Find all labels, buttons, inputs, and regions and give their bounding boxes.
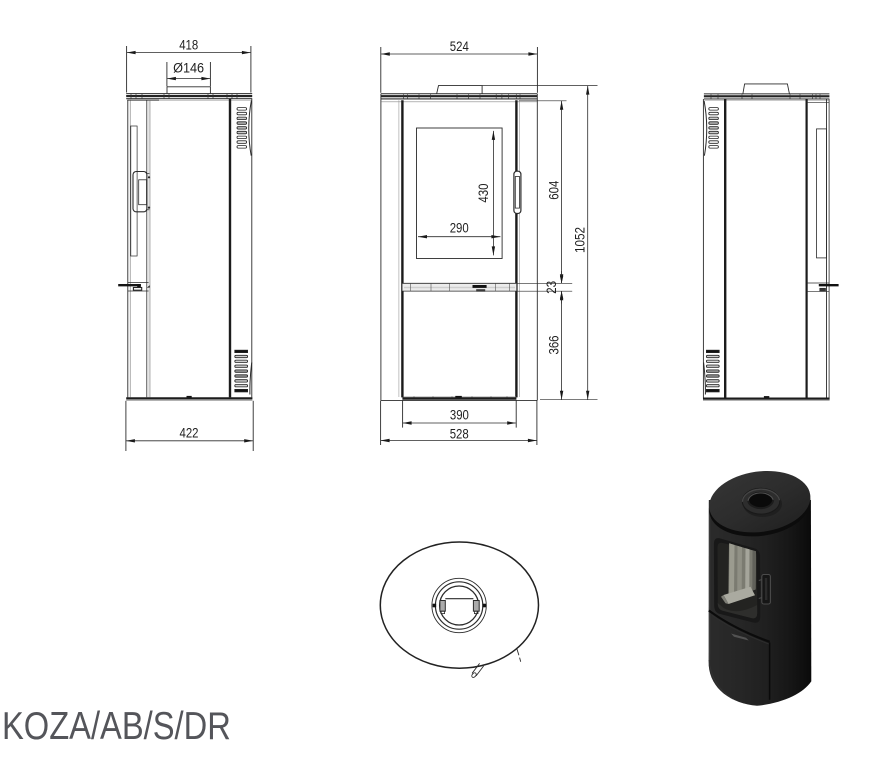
svg-text:390: 390 — [450, 407, 469, 423]
svg-text:422: 422 — [180, 425, 199, 441]
svg-text:1052: 1052 — [572, 227, 588, 253]
svg-text:528: 528 — [450, 426, 469, 442]
svg-text:604: 604 — [546, 181, 562, 200]
svg-text:23: 23 — [544, 281, 560, 294]
svg-text:524: 524 — [450, 39, 469, 55]
svg-text:430: 430 — [476, 184, 492, 203]
svg-text:Ø146: Ø146 — [173, 60, 204, 76]
svg-text:418: 418 — [179, 37, 198, 53]
svg-text:366: 366 — [546, 335, 562, 354]
svg-text:290: 290 — [450, 220, 469, 236]
